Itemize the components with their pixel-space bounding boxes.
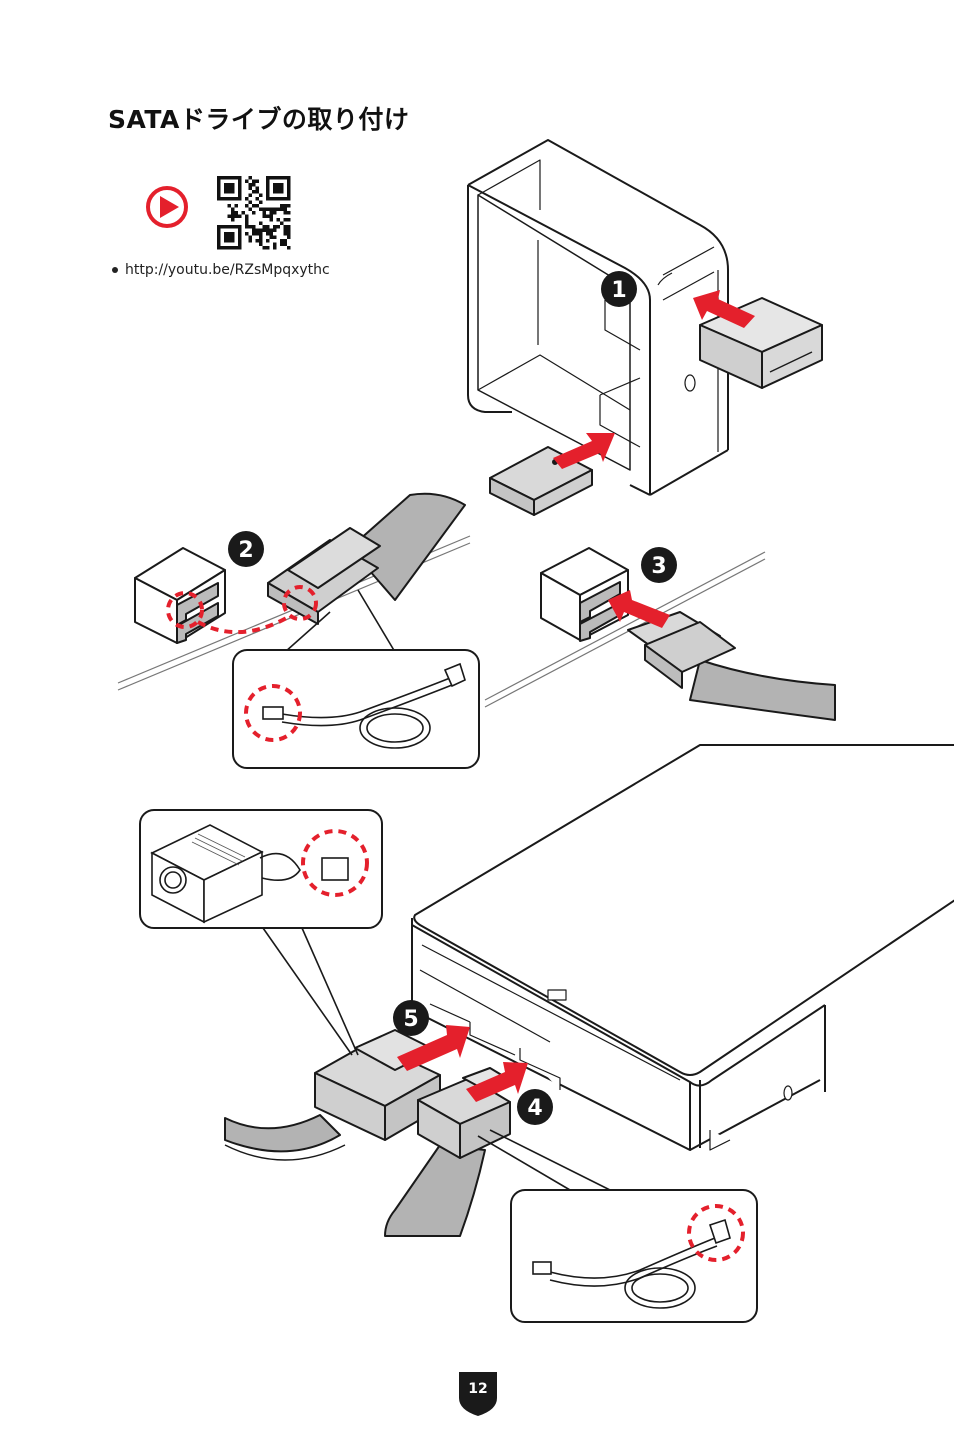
svg-text:4: 4 xyxy=(527,1096,542,1121)
svg-text:1: 1 xyxy=(611,278,626,303)
step-badge-1: 1 xyxy=(601,271,637,307)
svg-text:2: 2 xyxy=(238,538,253,563)
bullet-icon xyxy=(112,267,118,273)
step-badge-2: 2 xyxy=(228,531,264,567)
video-url[interactable]: http://youtu.be/RZsMpqxythc xyxy=(125,262,330,278)
cable-inset-step4 xyxy=(478,1130,757,1322)
svg-text:5: 5 xyxy=(403,1007,418,1032)
qr-code xyxy=(217,176,291,250)
play-icon xyxy=(148,188,186,226)
cable-inset-step2 xyxy=(233,590,479,768)
page-number: 12 xyxy=(457,1381,499,1397)
power-cable xyxy=(225,1030,440,1160)
sata-port-block-right xyxy=(541,548,628,641)
step-badge-3: 3 xyxy=(641,547,677,583)
psu-inset xyxy=(140,810,382,1055)
video-link[interactable]: http://youtu.be/RZsMpqxythc xyxy=(112,262,330,278)
sata-cable-right xyxy=(628,612,835,720)
step-badge-4: 4 xyxy=(517,1089,553,1125)
svg-text:3: 3 xyxy=(651,554,666,579)
step-badge-5: 5 xyxy=(393,1000,429,1036)
